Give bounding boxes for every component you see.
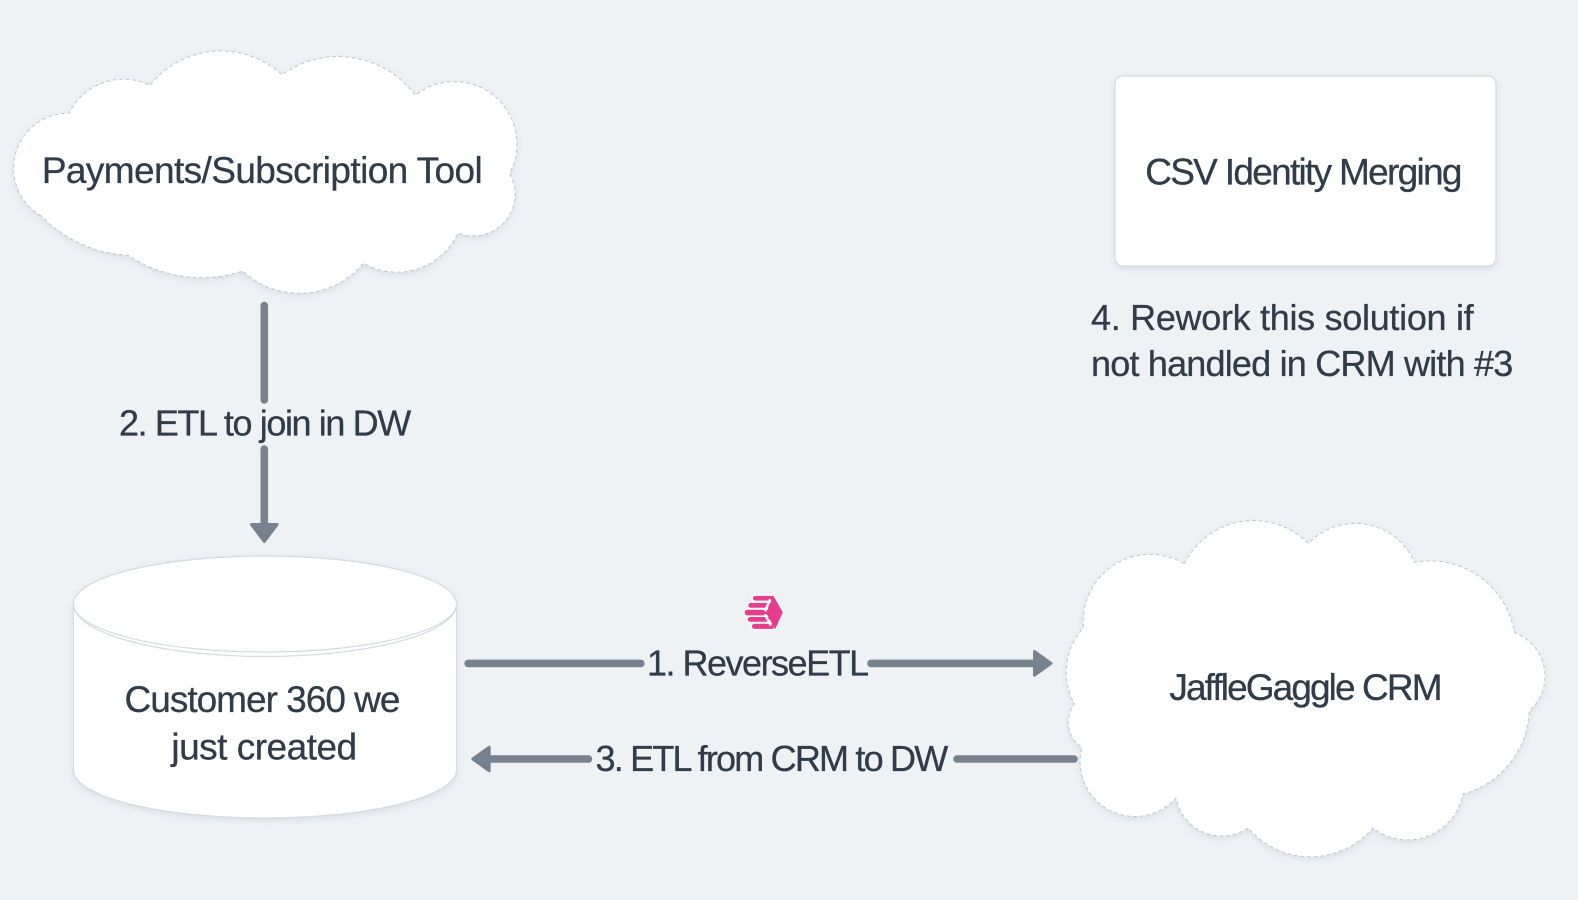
svg-text:just created: just created <box>170 727 356 768</box>
svg-text:CSV Identity Merging: CSV Identity Merging <box>1145 152 1461 193</box>
svg-text:Payments/Subscription Tool: Payments/Subscription Tool <box>42 150 482 191</box>
svg-text:3. ETL from CRM to DW: 3. ETL from CRM to DW <box>596 738 949 779</box>
svg-text:not handled in CRM with #3: not handled in CRM with #3 <box>1091 343 1512 384</box>
svg-text:2. ETL to join in DW: 2. ETL to join in DW <box>119 403 411 444</box>
svg-text:Customer 360 we: Customer 360 we <box>125 679 400 720</box>
svg-text:JaffleGaggle CRM: JaffleGaggle CRM <box>1169 667 1440 708</box>
svg-text:1. ReverseETL: 1. ReverseETL <box>647 643 868 684</box>
svg-text:4. Rework this solution if: 4. Rework this solution if <box>1091 297 1475 338</box>
